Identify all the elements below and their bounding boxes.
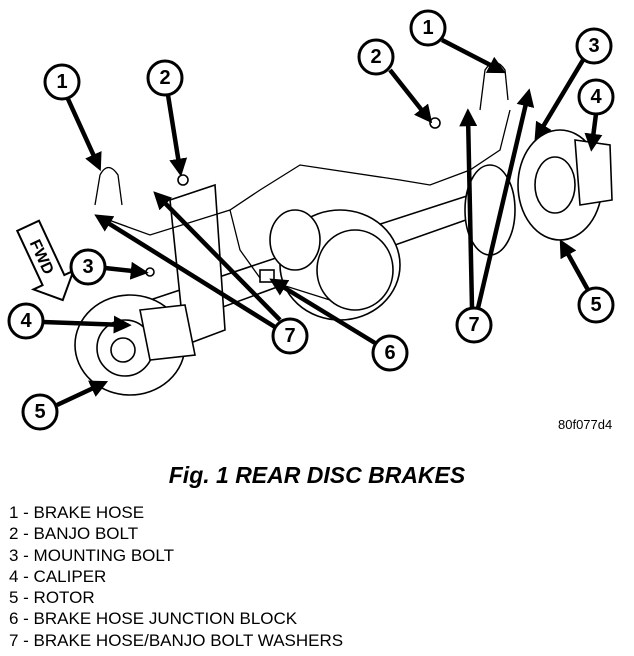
parts-legend: 1 - BRAKE HOSE 2 - BANJO BOLT 3 - MOUNTI… [9, 502, 343, 651]
left-banjo-bolt [177, 174, 189, 186]
legend-item: 5 - ROTOR [9, 588, 95, 608]
legend-item: 3 - MOUNTING BOLT [9, 545, 174, 565]
callout-3-right: 3 [575, 27, 613, 65]
callout-arrows [42, 38, 603, 408]
callout-4-left: 4 [7, 302, 45, 340]
svg-text:4: 4 [590, 86, 602, 108]
svg-text:1: 1 [56, 71, 67, 93]
svg-text:1: 1 [422, 17, 433, 39]
right-caliper [574, 139, 613, 206]
figure-caption: Fig. 1 REAR DISC BRAKES [168, 462, 466, 488]
callout-5-left: 5 [21, 393, 59, 431]
svg-text:4: 4 [20, 310, 32, 332]
right-brake-hose [479, 61, 509, 111]
left-brake-hose [94, 166, 123, 206]
svg-text:2: 2 [370, 46, 381, 68]
svg-text:5: 5 [34, 401, 45, 423]
callout-7-right: 7 [455, 306, 493, 344]
svg-text:6: 6 [384, 342, 395, 364]
callout-6: 6 [371, 334, 409, 372]
callout-1-left: 1 [43, 63, 81, 101]
svg-text:2: 2 [159, 67, 170, 89]
left-mounting-bolt [145, 267, 155, 277]
callout-2-right: 2 [357, 38, 395, 76]
svg-text:7: 7 [468, 314, 479, 336]
rear-disc-brake-diagram: FWD 1 2 3 4 5 7 6 2 1 3 4 5 7 [7, 9, 615, 431]
callout-1-right: 1 [409, 9, 447, 47]
axle-assembly-drawing [74, 61, 613, 396]
callout-3-left: 3 [69, 248, 107, 286]
legend-item: 2 - BANJO BOLT [9, 524, 139, 544]
svg-text:7: 7 [284, 325, 295, 347]
figure-code: 80f077d4 [558, 417, 613, 432]
legend-item: 4 - CALIPER [9, 566, 107, 586]
legend-item: 1 - BRAKE HOSE [9, 503, 145, 522]
callout-5-right: 5 [577, 286, 615, 324]
callout-7-left: 7 [271, 317, 309, 355]
callout-2-left: 2 [146, 59, 184, 97]
junction-block [259, 269, 275, 283]
legend-item: 6 - BRAKE HOSE JUNCTION BLOCK [9, 609, 298, 629]
legend-item: 7 - BRAKE HOSE/BANJO BOLT WASHERS [9, 630, 344, 650]
right-banjo-bolt [429, 117, 441, 129]
svg-text:5: 5 [590, 294, 601, 316]
svg-text:3: 3 [82, 256, 93, 278]
svg-text:3: 3 [588, 35, 599, 57]
callout-4-right: 4 [577, 78, 615, 116]
left-caliper [139, 304, 196, 361]
